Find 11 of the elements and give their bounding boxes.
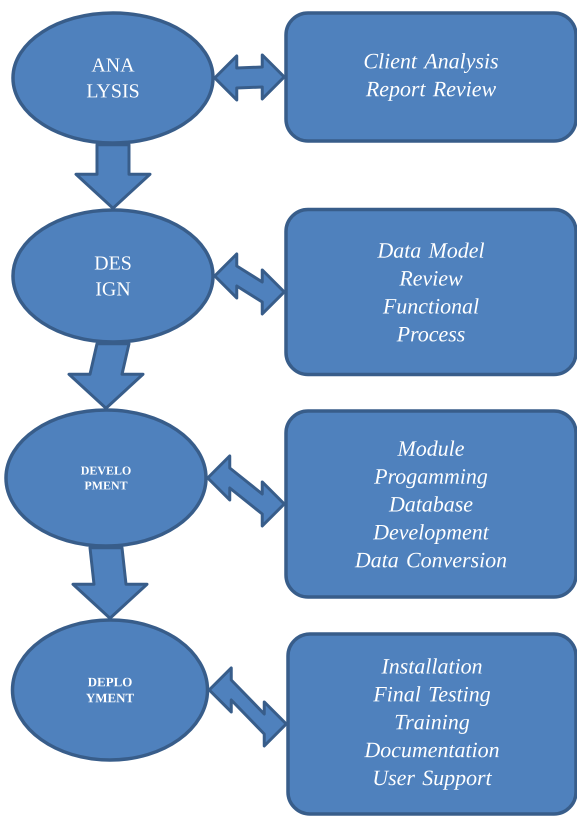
- block-arrow: [208, 666, 288, 748]
- task-box: Module Progamming Database Development Data Conversion: [284, 409, 577, 599]
- task-box: Installation Final Testing Training Documentation User Support: [286, 632, 577, 816]
- block-arrow: [213, 252, 286, 316]
- block-arrow: [72, 546, 148, 620]
- task-box: Client Analysis Report Review: [284, 11, 577, 143]
- task-box: Data Model Review Functional Process: [284, 208, 577, 376]
- block-arrow: [68, 342, 144, 410]
- block-arrow: [213, 54, 286, 102]
- block-arrow: [74, 143, 152, 210]
- block-arrow: [206, 454, 286, 528]
